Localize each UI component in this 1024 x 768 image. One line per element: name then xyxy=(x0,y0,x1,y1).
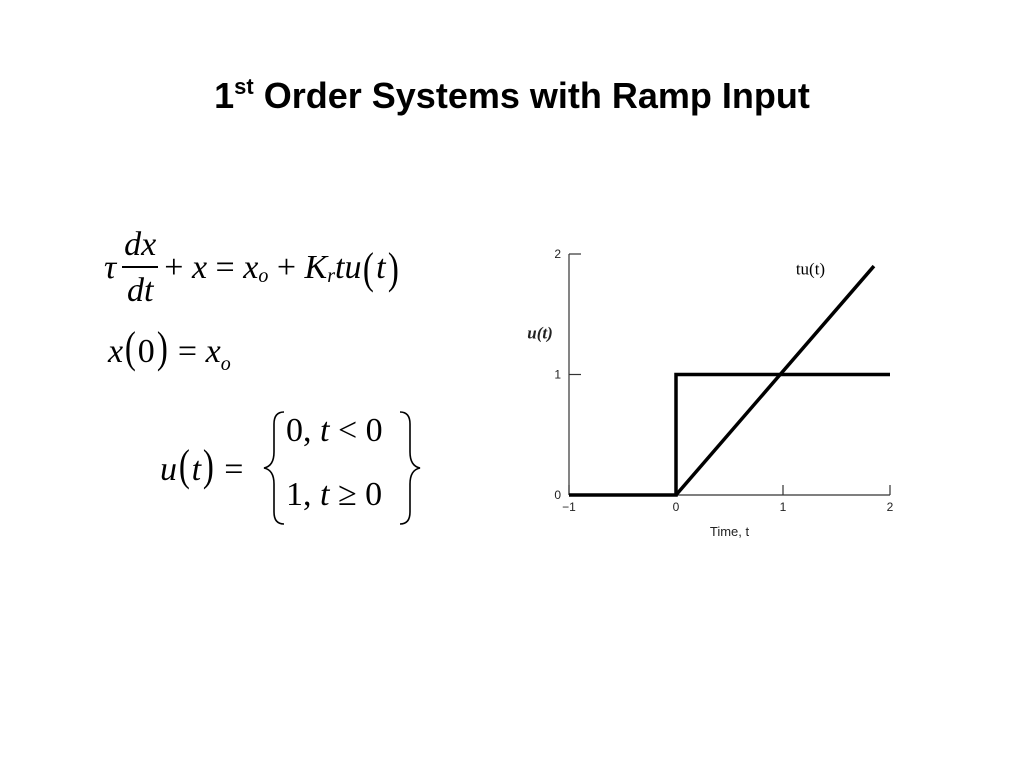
case2-var: t xyxy=(320,476,330,513)
title-number: 1 xyxy=(214,75,235,116)
step-arg: t xyxy=(191,451,202,488)
step-lhs: u(t) = xyxy=(160,440,243,491)
ramp-annotation: tu(t) xyxy=(796,259,825,278)
x-variable: x xyxy=(191,249,208,286)
initial-condition: x(0) = xo xyxy=(108,322,231,375)
y-tick-label: 2 xyxy=(554,247,561,261)
k-subscript: r xyxy=(327,264,335,287)
case1-var: t xyxy=(320,412,330,449)
ic-equals: = xyxy=(177,333,198,370)
slide-title: 1st Order Systems with Ramp Input xyxy=(0,72,1024,120)
y-tick-label: 1 xyxy=(554,368,561,382)
plus-sign-2: + xyxy=(276,249,297,286)
step-case-nonnegative: 1, t ≥ 0 xyxy=(286,476,382,514)
k-gain: K xyxy=(304,249,328,286)
ic-rhs-subscript: o xyxy=(220,353,231,375)
step-definition: u(t) = 0, t < 0 1, t ≥ 0 xyxy=(160,404,440,532)
case1-relation: < 0 xyxy=(337,412,383,449)
tau-symbol: τ xyxy=(104,249,117,286)
plus-sign: + xyxy=(164,249,184,286)
x-tick-label: 2 xyxy=(887,500,894,514)
case1-value: 0, xyxy=(286,412,312,449)
step-case-negative: 0, t < 0 xyxy=(286,412,383,450)
step-u: u xyxy=(160,451,177,488)
x-axis-title: Time, t xyxy=(710,524,750,539)
right-paren-icon: ) xyxy=(387,243,399,293)
title-superscript: st xyxy=(234,74,254,99)
x-tick-label: 0 xyxy=(673,500,680,514)
y-tick-label: 0 xyxy=(554,488,561,502)
ic-arg: 0 xyxy=(137,333,155,370)
left-paren-icon: ( xyxy=(363,243,375,293)
fraction-numerator: dx xyxy=(124,226,157,264)
title-text: Order Systems with Ramp Input xyxy=(253,75,810,116)
ramp-argument: t xyxy=(376,249,386,286)
fraction-denominator: dt xyxy=(126,271,154,309)
case2-value: 1, xyxy=(286,476,312,513)
left-paren-icon: ( xyxy=(124,323,136,372)
left-paren-icon: ( xyxy=(178,441,190,490)
step-equals: = xyxy=(224,451,244,488)
ramp-function: tu xyxy=(335,249,362,286)
right-paren-icon: ) xyxy=(156,323,168,372)
equals-sign: = xyxy=(215,249,235,286)
x-o-variable: x xyxy=(243,249,259,286)
ic-x: x xyxy=(108,333,124,370)
x-tick-label: −1 xyxy=(562,500,576,514)
derivative-fraction: dx dt xyxy=(122,226,159,310)
x-tick-label: 1 xyxy=(780,500,787,514)
curly-braces-icon xyxy=(263,411,421,525)
ic-rhs: x xyxy=(205,333,221,370)
y-axis-title: u(t) xyxy=(527,323,553,342)
step-series-line xyxy=(569,372,890,497)
chart-marks xyxy=(569,264,890,497)
x-o-subscript: o xyxy=(258,264,269,287)
right-paren-icon: ) xyxy=(202,441,214,490)
ramp-series-line xyxy=(674,264,876,497)
fraction-bar xyxy=(122,266,159,268)
case2-relation: ≥ 0 xyxy=(337,476,383,513)
